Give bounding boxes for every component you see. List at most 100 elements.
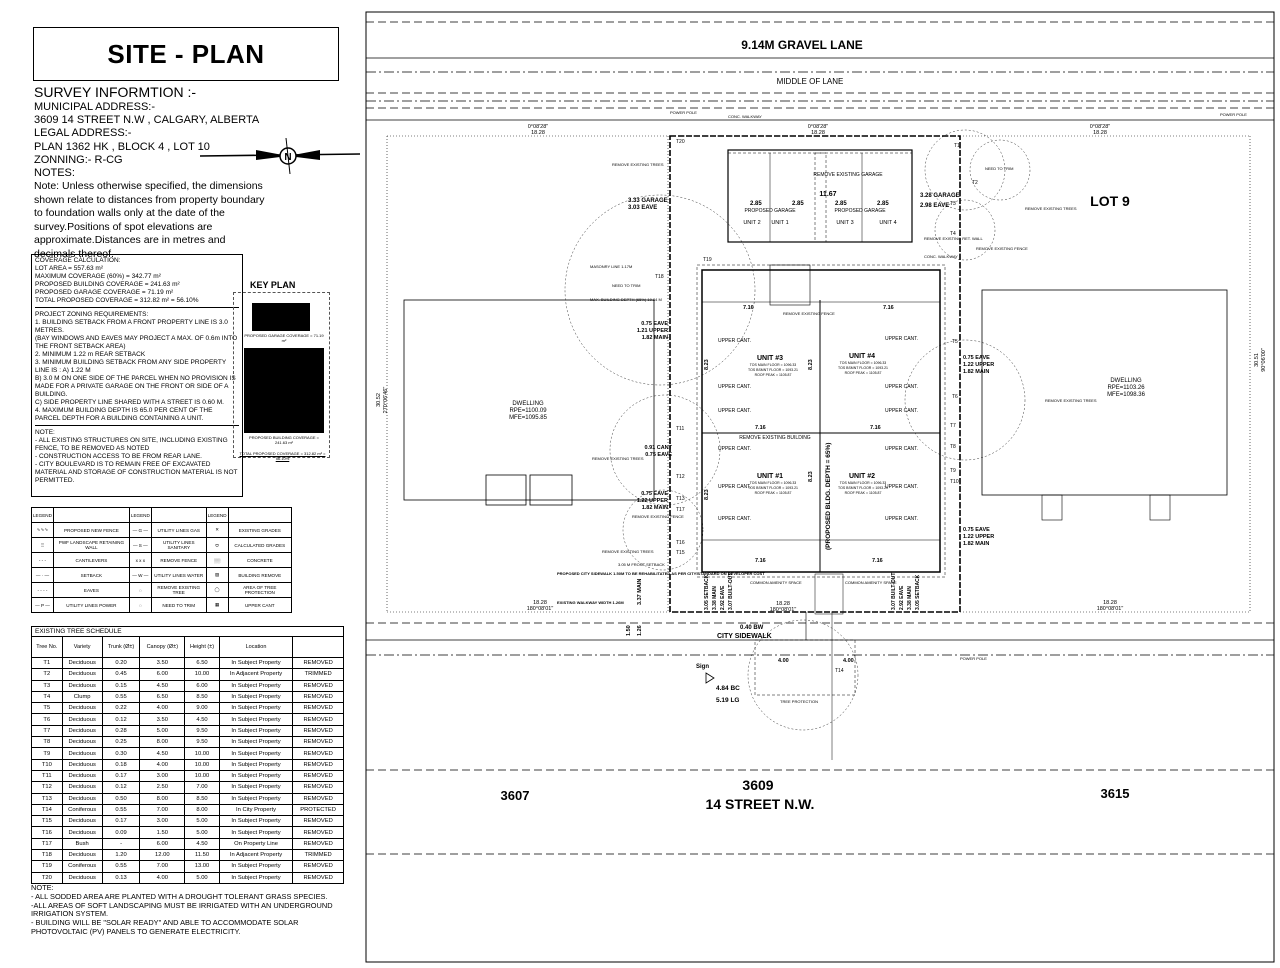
dim-label: 2.85	[877, 201, 889, 207]
upper-cant-labels: UPPER CANT. UPPER CANT. UPPER CANT. UPPE…	[718, 336, 918, 522]
tree-col-header: Canopy (Ø±)	[139, 636, 186, 658]
annotations: REMOVE EXISTING TREES REMOVE EXISTING TR…	[590, 110, 1247, 704]
svg-text:T20: T20	[676, 139, 685, 145]
svg-text:REMOVE EXISTING TREES: REMOVE EXISTING TREES	[602, 549, 654, 554]
svg-text:1.22 UPPER: 1.22 UPPER	[963, 534, 994, 540]
legal-value: PLAN 1362 HK , BLOCK 4 , LOT 10	[34, 140, 210, 153]
zoning-line: 4. MAXIMUM BUILDING DEPTH IS 65.0 PER CE…	[35, 407, 213, 422]
svg-text:7.16: 7.16	[872, 558, 883, 564]
svg-text:TOS MAIN FLOOR = 1096.33: TOS MAIN FLOOR = 1096.33	[750, 363, 797, 367]
tree-cell: REMOVED	[292, 826, 344, 839]
legend-item: SETBACK	[52, 567, 130, 583]
svg-text:1.82 MAIN: 1.82 MAIN	[963, 369, 989, 375]
tree-cell: 8.00	[139, 736, 186, 749]
svg-text:1.82 MAIN: 1.82 MAIN	[963, 541, 989, 547]
tree-cell: 9.50	[184, 736, 220, 749]
svg-text:POWER POLE: POWER POLE	[1220, 112, 1247, 117]
svg-text:TOS BSMNT FLOOR = 1093.21: TOS BSMNT FLOOR = 1093.21	[748, 368, 798, 372]
note-line: - ALL EXISTING STRUCTURES ON SITE, INCLU…	[35, 437, 228, 452]
garage-dim: 3.28 GARAGE	[920, 193, 960, 199]
legend-item: CONCRETE	[227, 552, 293, 568]
municipal-value: 3609 14 STREET N.W , CALGARY, ALBERTA	[34, 114, 260, 127]
tree-cell: Deciduous	[61, 758, 103, 771]
garage-dim: 3.03 EAVE	[628, 205, 657, 211]
zoning-line: C) SIDE PROPERTY LINE SHARED WITH A STRE…	[35, 399, 224, 406]
tree-cell: REMOVED	[292, 679, 344, 692]
svg-text:REMOVE EXISTING TREES: REMOVE EXISTING TREES	[1045, 398, 1097, 403]
dwelling-left-rpe: RPE=1100.09	[509, 408, 547, 414]
bottom-notes-heading: NOTE:	[31, 883, 54, 892]
dim-label: 2.85	[750, 201, 762, 207]
tree-cell: 0.20	[101, 656, 141, 670]
tree-cell: In Subject Property	[218, 690, 294, 704]
tree-cell: In Subject Property	[218, 769, 294, 783]
tree-cell: 6.00	[184, 679, 220, 692]
tree-col-header: Location	[218, 636, 294, 658]
svg-text:TOS MAIN FLOOR = 1096.33: TOS MAIN FLOOR = 1096.33	[840, 481, 887, 485]
tree-cell: 0.17	[101, 769, 141, 783]
svg-text:EXISTING WALKWAY WIDTH 1.26M: EXISTING WALKWAY WIDTH 1.26M	[557, 600, 624, 605]
tree-cell: 0.50	[101, 792, 141, 805]
svg-text:NEED TO TRIM: NEED TO TRIM	[985, 166, 1013, 171]
tree-cell: Deciduous	[61, 724, 103, 738]
svg-text:T16: T16	[676, 540, 685, 546]
tree-cell: 11.50	[184, 849, 220, 862]
svg-text:ROOF PEAK = 1105.87: ROOF PEAK = 1105.87	[845, 491, 882, 495]
sidewalk-notes: PROPOSED CITY SIDEWALK 1.50M TO BE REHAB…	[557, 571, 765, 605]
svg-text:T19: T19	[703, 257, 712, 263]
tree-cell: Bush	[61, 837, 103, 851]
tree-cell: REMOVED	[292, 837, 344, 851]
svg-text:T17: T17	[676, 507, 685, 513]
tree-schedule-caption: EXISTING TREE SCHEDULE	[31, 626, 344, 636]
svg-text:UPPER CANT.: UPPER CANT.	[885, 484, 918, 490]
svg-text:T1: T1	[954, 143, 960, 149]
dwelling-left-label: DWELLING	[512, 401, 544, 407]
tree-cell: 4.50	[139, 679, 186, 692]
legend-header: LEGEND	[31, 507, 54, 523]
svg-text:TOS MAIN FLOOR = 1096.33: TOS MAIN FLOOR = 1096.33	[840, 361, 887, 365]
svg-text:4.00: 4.00	[778, 658, 789, 664]
svg-text:7.16: 7.16	[743, 305, 754, 311]
survey-info: SURVEY INFORMTION :- MUNICIPAL ADDRESS:-…	[34, 84, 324, 261]
right-side-dims: 0.75 EAVE 1.22 UPPER 1.82 MAIN 0.75 EAVE…	[963, 355, 994, 547]
garage-dim: 2.98 EAVE	[920, 203, 949, 209]
remove-building-label: REMOVE EXISTING BUILDING	[739, 435, 811, 441]
svg-text:REMOVE EXISTING TREES: REMOVE EXISTING TREES	[1025, 206, 1077, 211]
keyplan-total-label: TOTAL PROPOSED COVERAGE = 312.82 m² = 56…	[239, 451, 326, 461]
dim-label: 2.85	[792, 201, 804, 207]
tree-cell: 8.00	[184, 803, 220, 817]
svg-text:UPPER CANT.: UPPER CANT.	[718, 384, 751, 390]
left-side-dims: 0.75 EAVE 1.21 UPPER 1.82 MAIN 0.91 CANT…	[637, 321, 673, 511]
svg-text:3.07 BUILT-OUT: 3.07 BUILT-OUT	[891, 573, 897, 610]
svg-text:8.23: 8.23	[808, 359, 814, 370]
svg-text:7.16: 7.16	[883, 305, 894, 311]
svg-text:TOS BSMNT FLOOR = 1093.21: TOS BSMNT FLOOR = 1093.21	[838, 366, 888, 370]
svg-text:7.16: 7.16	[755, 558, 766, 564]
svg-text:UPPER CANT.: UPPER CANT.	[885, 408, 918, 414]
notes-body: Note: Unless otherwise specified, the di…	[34, 180, 265, 260]
svg-text:3.38 MAIN: 3.38 MAIN	[907, 586, 913, 610]
tree-cell: REMOVED	[292, 702, 344, 715]
tree-cell: 6.00	[139, 668, 186, 681]
svg-text:POWER POLE: POWER POLE	[960, 656, 987, 661]
zoning-heading: PROJECT ZONING REQUIREMENTS:	[35, 311, 149, 318]
svg-text:270°06'46": 270°06'46"	[383, 387, 389, 414]
tree-cell: In Adjacent Property	[218, 668, 294, 681]
svg-text:ROOF PEAK = 1105.87: ROOF PEAK = 1105.87	[755, 373, 792, 377]
dim-label: 2.85	[835, 201, 847, 207]
tree-cell: 5.00	[139, 724, 186, 738]
tree-cell: Deciduous	[61, 736, 103, 749]
svg-text:0°08'28": 0°08'28"	[808, 124, 829, 130]
tree-col-header: Height (±)	[184, 636, 220, 658]
svg-text:7.16: 7.16	[870, 425, 881, 431]
dwelling-right-rpe: RPE=1103.26	[1107, 385, 1145, 391]
tree-cell: Deciduous	[61, 747, 103, 760]
garage-unit-label: UNIT 3	[836, 220, 853, 226]
coverage-line: TOTAL PROPOSED COVERAGE = 312.82 m² = 56…	[35, 297, 199, 304]
tree-cell: 8.50	[184, 690, 220, 704]
